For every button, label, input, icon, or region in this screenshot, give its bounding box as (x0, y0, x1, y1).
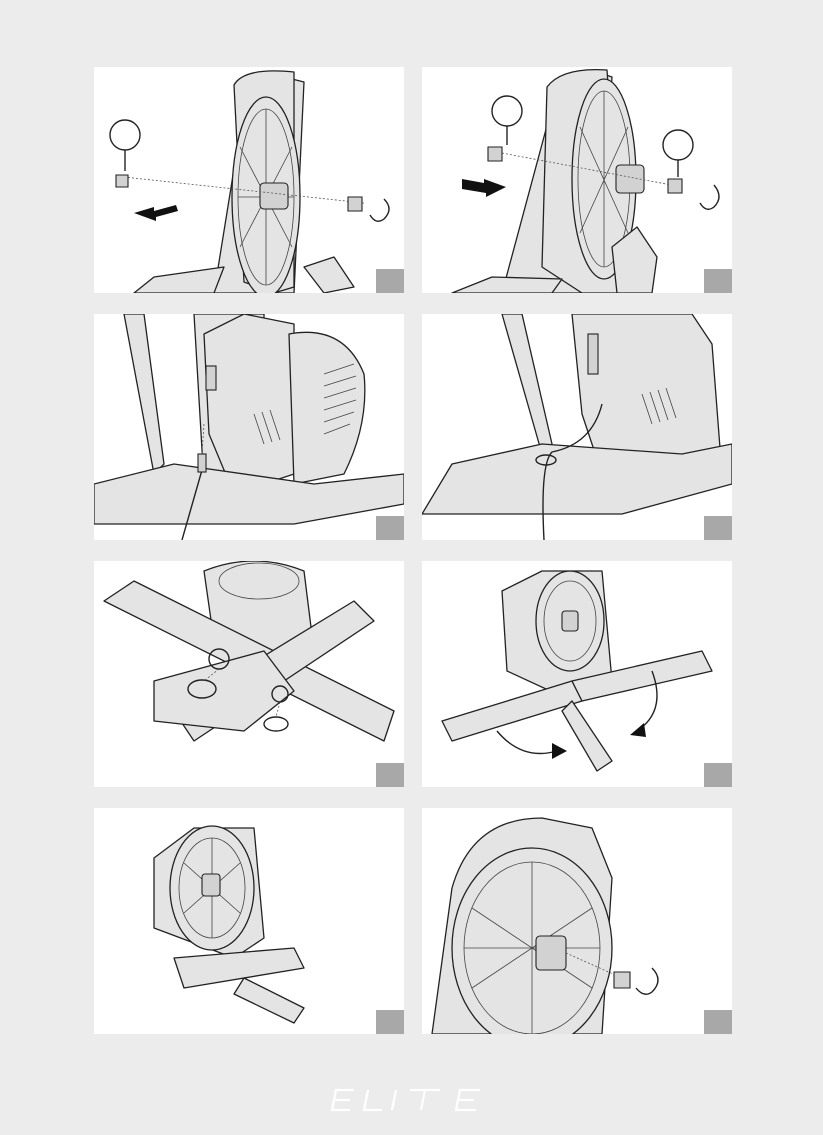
step-marker (376, 1010, 404, 1034)
step-marker (376, 269, 404, 293)
step-1-panel (94, 67, 404, 293)
step-4-illustration (422, 314, 732, 540)
step-6-illustration (422, 561, 732, 787)
step-marker (704, 1010, 732, 1034)
elite-logo-mark (330, 1088, 490, 1112)
step-marker (704, 269, 732, 293)
step-3-panel (94, 314, 404, 540)
step-7-illustration (94, 808, 404, 1034)
step-8-illustration (422, 808, 732, 1034)
step-1-illustration (94, 67, 404, 293)
step-marker (376, 763, 404, 787)
step-7-panel (94, 808, 404, 1034)
step-2-illustration (422, 67, 732, 293)
step-marker (704, 763, 732, 787)
connector-port-icon (206, 366, 216, 390)
step-6-panel (422, 561, 732, 787)
callout-circle-right (663, 130, 693, 160)
elite-logo (330, 1088, 490, 1112)
step-3-illustration (94, 314, 404, 540)
rotate-arrow-icon (636, 968, 658, 994)
step-8-panel (422, 808, 732, 1034)
step-marker (704, 516, 732, 540)
unfold-arrow-left-icon (497, 731, 557, 754)
step-4-panel (422, 314, 732, 540)
step-2-panel (422, 67, 732, 293)
release-knob-icon (264, 717, 288, 731)
rotate-arrow-icon (700, 185, 719, 209)
rotate-arrow-icon (370, 199, 389, 221)
axle-cap-icon (614, 972, 630, 988)
step-5-illustration (94, 561, 404, 787)
cassette-body-icon (536, 936, 566, 970)
step-marker (376, 516, 404, 540)
callout-circle (110, 120, 140, 150)
arrow-right-icon (462, 179, 506, 197)
callout-circle-left (492, 96, 522, 126)
step-5-panel (94, 561, 404, 787)
arrow-left-icon (134, 205, 178, 221)
